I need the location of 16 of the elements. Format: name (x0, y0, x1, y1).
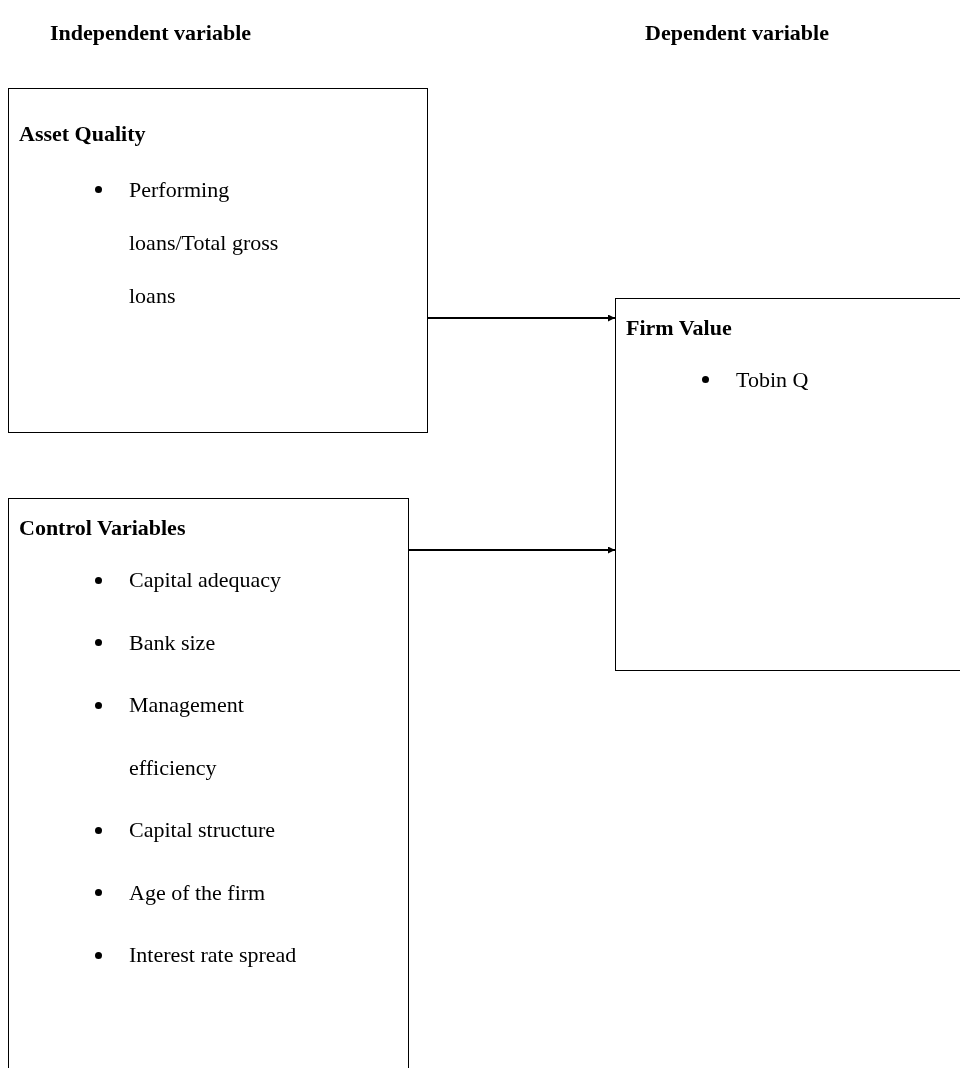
variable-box (615, 298, 960, 671)
bullet-item: Capital adequacy (129, 549, 309, 612)
column-heading: Independent variable (50, 20, 252, 46)
bullet-item: Management efficiency (129, 674, 309, 799)
bullet-item: Interest rate spread (129, 924, 309, 987)
variable-box (8, 88, 428, 433)
box-heading: Control Variables (19, 514, 187, 542)
variable-box (8, 498, 409, 1068)
column-heading: Dependent variable (645, 20, 829, 46)
bullet-item: Tobin Q (736, 353, 960, 406)
bullet-item: Age of the firm (129, 861, 309, 924)
bullet-item: Bank size (129, 611, 309, 674)
bullet-item: Performing loans/Total gross loans (129, 163, 330, 322)
box-heading: Firm Value (626, 314, 733, 342)
box-heading: Asset Quality (19, 120, 147, 148)
bullet-item: Capital structure (129, 799, 309, 862)
